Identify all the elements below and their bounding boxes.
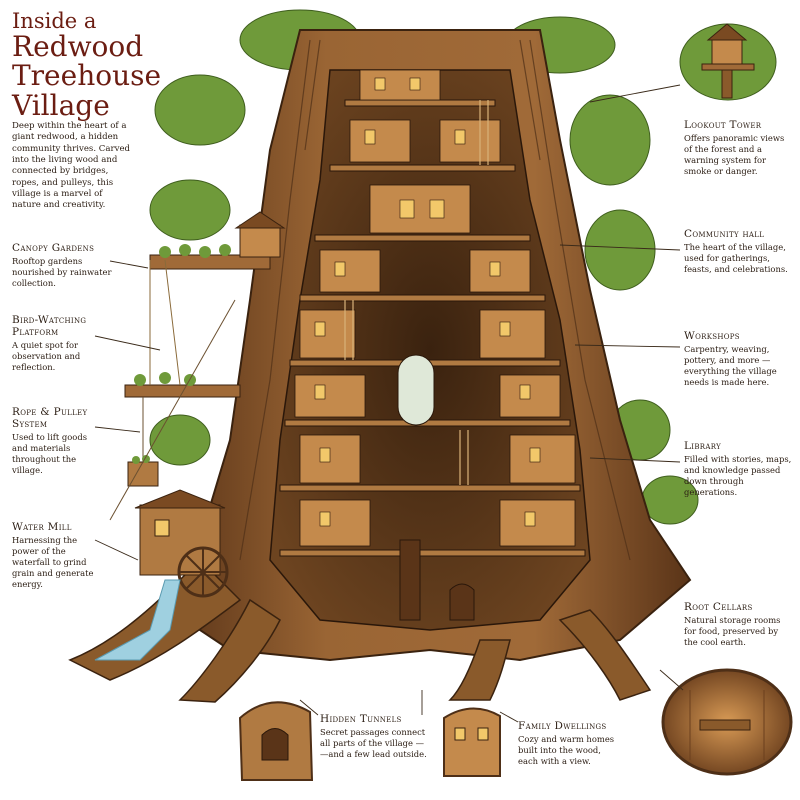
label-text: Secret passages connect all parts of the… (320, 727, 427, 760)
family-dwellings-inset (443, 707, 501, 777)
label-text: Offers panoramic views of the forest and… (684, 133, 785, 177)
label-title: Community hall (684, 228, 765, 240)
label-title: Rope & Pulley System (12, 406, 88, 431)
label-title: Family Dwellings (518, 720, 607, 732)
label-community-hall: Community hall The heart of the village,… (684, 228, 794, 275)
title-line-3: Treehouse (12, 59, 162, 93)
label-text: Used to lift goods and materials through… (12, 432, 87, 476)
label-text: A quiet spot for observation and reflect… (12, 340, 81, 373)
label-text: Filled with stories, maps, and knowledge… (684, 454, 792, 498)
label-text: Natural storage rooms for food, preserve… (684, 615, 781, 648)
label-title: Water Mill (12, 521, 72, 533)
label-text: Harnessing the power of the waterfall to… (12, 535, 94, 590)
intro-text: Deep within the heart of a giant redwood… (12, 121, 131, 211)
water-mill (94, 489, 229, 661)
title-line-2: Redwood (12, 30, 144, 64)
pulley-basket (109, 299, 236, 521)
label-title: Canopy Gardens (12, 242, 95, 254)
label-title: Root Cellars (684, 601, 753, 613)
label-title: Library (684, 440, 721, 452)
label-title: Lookout Tower (684, 119, 762, 131)
base-doors (399, 539, 475, 621)
lookout-tower-inset (679, 23, 777, 101)
label-title: Bird-Watching Platform (12, 314, 87, 339)
label-hidden-tunnels: Hidden Tunnels Secret passages connect a… (320, 713, 430, 760)
label-text: Rooftop gardens nourished by rainwater c… (12, 256, 112, 289)
title-line-4: Village (12, 88, 110, 122)
leader-lines (94, 84, 684, 723)
label-workshops: Workshops Carpentry, weaving, pottery, a… (684, 330, 794, 388)
canopy-gardens-platform (149, 211, 286, 270)
label-water-mill: Water Mill Harnessing the power of the w… (12, 521, 94, 591)
bird-watching-platform (124, 259, 241, 398)
label-lookout-tower: Lookout Tower Offers panoramic views of … (684, 119, 794, 177)
label-library: Library Filled with stories, maps, and k… (684, 440, 796, 498)
label-text: Cozy and warm homes built into the wood,… (518, 734, 615, 767)
label-root-cellars: Root Cellars Natural storage rooms for f… (684, 601, 788, 648)
page-title: Inside a Redwood Treehouse Village (12, 10, 172, 120)
label-title: Hidden Tunnels (320, 713, 402, 725)
lit-windows (314, 77, 541, 527)
root-cellars-inset (661, 668, 793, 776)
label-canopy-gardens: Canopy Gardens Rooftop gardens nourished… (12, 242, 120, 289)
label-text: The heart of the village, used for gathe… (684, 242, 788, 275)
hidden-tunnels-inset (238, 701, 314, 781)
interior-rooms (294, 69, 576, 547)
label-family-dwellings: Family Dwellings Cozy and warm homes bui… (518, 720, 618, 767)
label-text: Carpentry, weaving, pottery, and more — … (684, 344, 777, 388)
ladders (344, 100, 489, 485)
label-rope-pulley: Rope & Pulley System Used to lift goods … (12, 406, 98, 477)
central-opening (397, 354, 435, 426)
title-line-1: Inside a (12, 9, 97, 33)
label-title: Workshops (684, 330, 740, 342)
label-bird-watching: Bird-Watching Platform A quiet spot for … (12, 314, 102, 373)
